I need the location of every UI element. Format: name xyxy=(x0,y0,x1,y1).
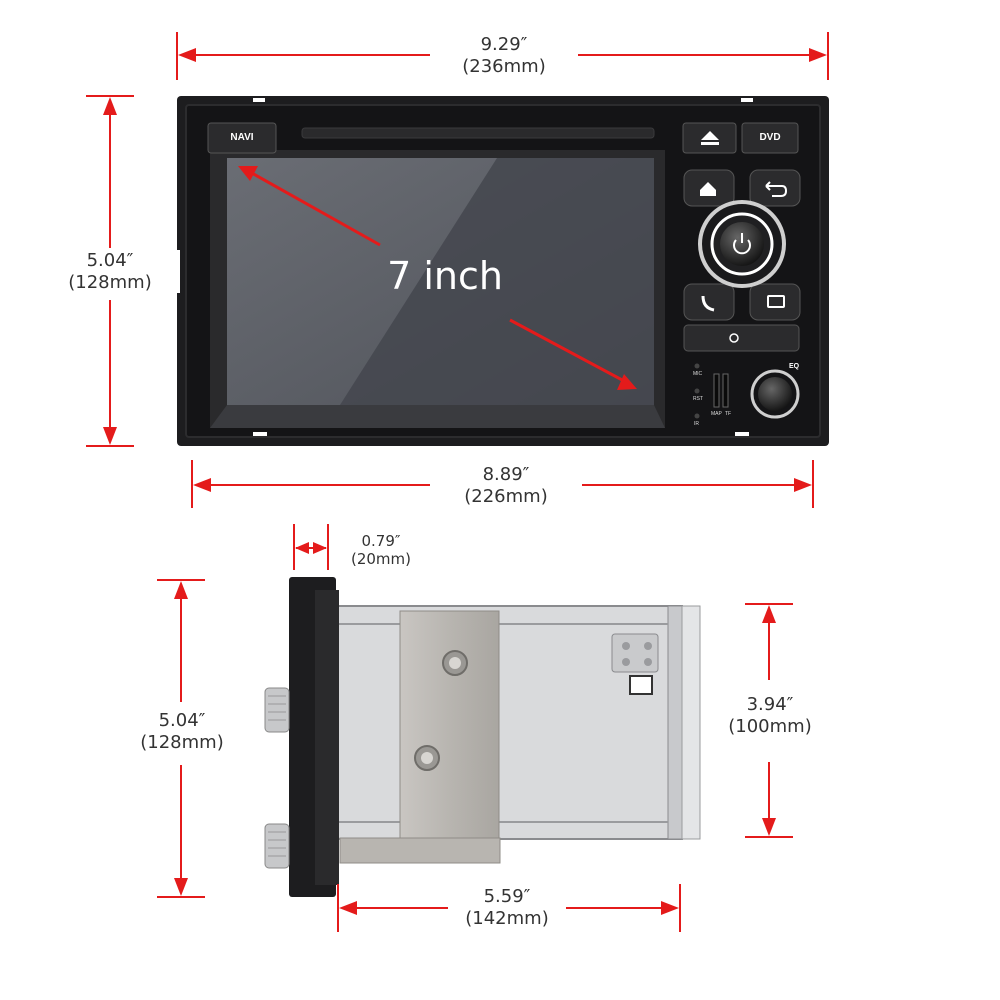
front-inner-width-inches: 8.89″ xyxy=(482,464,530,485)
screen-size-label: 7 inch xyxy=(387,254,503,298)
eq-label: EQ xyxy=(788,363,800,370)
front-height-dimension xyxy=(86,95,134,447)
top-clip-left xyxy=(253,98,265,102)
faceplate-depth-mm: (20mm) xyxy=(350,550,411,568)
side-depth-dimension xyxy=(337,884,681,932)
dvd-button[interactable] xyxy=(741,122,799,154)
front-height-mm: (128mm) xyxy=(68,271,152,293)
volume-knob-ring xyxy=(750,369,800,419)
side-height-label: 5.04″ (128mm) xyxy=(117,710,247,754)
ground-terminal xyxy=(611,633,659,673)
tf-label: TF xyxy=(725,411,732,417)
side-height-mm: (128mm) xyxy=(140,731,224,753)
front-width-mm: (236mm) xyxy=(462,55,546,77)
eject-icon xyxy=(701,131,719,140)
bottom-clip-right xyxy=(735,432,749,436)
bracket-lower-plate xyxy=(339,837,501,864)
faceplate-depth-dimension xyxy=(293,524,329,570)
back-icon xyxy=(765,181,788,197)
faceplate-depth-inches: 0.79″ xyxy=(361,532,401,550)
front-inner-width-label: 8.89″ (226mm) xyxy=(432,464,580,508)
map-sd-slot[interactable] xyxy=(713,373,720,408)
diagonal-arrow-lower xyxy=(509,318,625,383)
brightness-button[interactable] xyxy=(683,324,800,352)
side-depth-inches: 5.59″ xyxy=(483,886,531,907)
brightness-icon xyxy=(729,333,739,343)
phone-button[interactable] xyxy=(683,283,735,321)
front-width-label: 9.29″ (236mm) xyxy=(432,34,576,78)
mounting-bracket xyxy=(399,610,500,864)
ir-label: IR xyxy=(694,421,699,427)
radio-icon xyxy=(767,295,785,308)
top-clip-right xyxy=(741,98,753,102)
home-icon xyxy=(700,182,716,196)
disc-slot xyxy=(301,127,655,139)
side-depth-mm: (142mm) xyxy=(465,907,549,929)
phone-icon xyxy=(701,295,715,312)
body-height-dimension xyxy=(745,603,793,838)
eject-icon-bar xyxy=(701,142,719,145)
screen-diagonal-arrows xyxy=(238,166,637,390)
bottom-clip-left xyxy=(253,432,267,436)
mic-label: MIC xyxy=(693,371,703,377)
screen-glare xyxy=(340,158,654,405)
volume-knob[interactable] xyxy=(758,377,792,411)
front-inner-width-dimension xyxy=(191,460,814,508)
diagonal-arrowhead-lower xyxy=(617,374,637,390)
body-height-label: 3.94″ (100mm) xyxy=(710,694,830,738)
connector-slot xyxy=(629,675,653,695)
rst-hole[interactable] xyxy=(694,388,700,394)
power-icon xyxy=(733,239,751,255)
power-button[interactable] xyxy=(720,222,764,266)
ir-sensor xyxy=(694,413,700,419)
chassis-rear-tab xyxy=(681,605,701,840)
diagonal-arrowhead-upper xyxy=(238,166,258,181)
back-button[interactable] xyxy=(749,169,801,207)
front-height-inches: 5.04″ xyxy=(86,250,134,271)
rst-label: RST xyxy=(693,396,703,402)
front-width-dimension xyxy=(176,32,829,80)
diagonal-arrow-upper xyxy=(249,170,381,247)
mic-hole xyxy=(694,363,700,369)
front-height-label: 5.04″ (128mm) xyxy=(40,250,180,294)
body-height-inches: 3.94″ xyxy=(746,694,794,715)
map-label: MAP xyxy=(711,411,722,417)
side-knob-lower xyxy=(264,823,290,869)
side-unit xyxy=(264,577,701,897)
front-unit xyxy=(177,96,829,446)
front-width-inches: 9.29″ xyxy=(480,34,528,55)
side-height-dimension xyxy=(157,579,205,898)
chassis-rear-flange xyxy=(667,605,683,840)
front-inner-width-mm: (226mm) xyxy=(464,485,548,507)
radio-button[interactable] xyxy=(749,283,801,321)
side-knob-upper xyxy=(264,687,290,733)
body-height-mm: (100mm) xyxy=(728,715,812,737)
screen-bottom-bevel xyxy=(210,405,665,428)
navi-button[interactable] xyxy=(207,122,277,154)
dvd-button-label: DVD xyxy=(759,132,781,143)
tf-card-slot[interactable] xyxy=(722,373,729,408)
side-depth-label: 5.59″ (142mm) xyxy=(450,886,564,930)
side-height-inches: 5.04″ xyxy=(158,710,206,731)
navi-button-label: NAVI xyxy=(230,132,254,143)
faceplate-depth-label: 0.79″ (20mm) xyxy=(344,532,418,568)
